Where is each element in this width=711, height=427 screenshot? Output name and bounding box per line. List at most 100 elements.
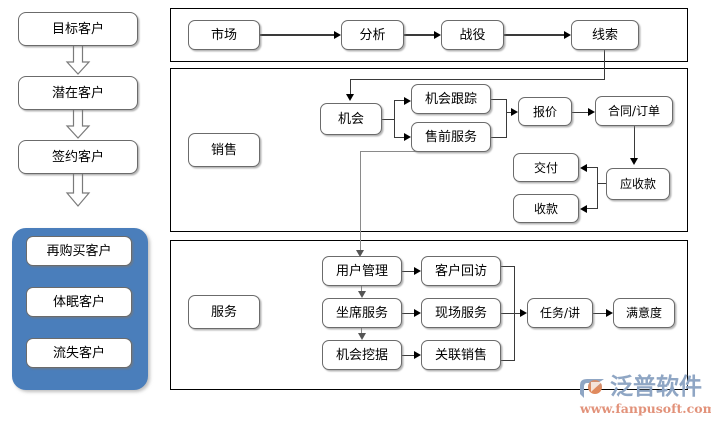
node-label: 机会 <box>337 111 364 127</box>
group-item-label: 流失客户 <box>52 345 105 361</box>
node-quotation[interactable]: 报价 <box>518 97 572 126</box>
connector-mining-to-crosssell <box>402 354 416 356</box>
connector-crosssell-right <box>501 360 515 362</box>
node-label: 分析 <box>359 27 386 43</box>
connector-market-to-analysis <box>260 34 336 36</box>
node-label: 市场 <box>210 27 237 43</box>
node-delivery[interactable]: 交付 <box>513 153 579 182</box>
node-label: 交付 <box>533 160 558 175</box>
node-collection[interactable]: 收款 <box>513 194 579 223</box>
section-label-service[interactable]: 服务 <box>188 295 260 329</box>
connector-onsite-right <box>501 312 515 314</box>
arrowhead-to-cross-sell <box>414 351 421 359</box>
section-frame-service <box>170 240 688 390</box>
group-item-label: 再购买客户 <box>46 243 112 259</box>
connector-opp-stub <box>382 118 395 120</box>
arrowhead-to-seat-service <box>357 291 366 298</box>
connector-into-opportunity <box>350 79 352 97</box>
section-label-text: 销售 <box>210 142 237 158</box>
block-arrow-down-1 <box>65 45 91 75</box>
node-onsite-service[interactable]: 现场服务 <box>421 298 501 328</box>
node-user-management[interactable]: 用户管理 <box>322 256 402 286</box>
connector-merge-vertical <box>506 98 508 137</box>
connector-visit-right <box>501 266 515 268</box>
arrowhead-to-analysis <box>334 30 341 39</box>
connector-contract-down <box>634 126 636 161</box>
node-contract-order[interactable]: 合同/订单 <box>595 96 673 126</box>
arrowhead-to-receivable <box>630 158 638 165</box>
connector-merge-to-task <box>514 312 522 314</box>
node-label: 售前服务 <box>424 129 477 145</box>
node-label: 线索 <box>591 27 618 43</box>
arrowhead-to-opp-tracking <box>404 96 411 105</box>
node-lead[interactable]: 线索 <box>571 20 639 50</box>
connector-opp-split <box>394 100 396 138</box>
block-arrow-down-3 <box>65 173 91 207</box>
arrowhead-to-satisfaction <box>606 309 613 317</box>
connector-analysis-to-campaign <box>404 34 436 36</box>
group-item-churned-customer[interactable]: 流失客户 <box>26 338 132 368</box>
node-label: 战役 <box>459 27 486 43</box>
node-presale-service[interactable]: 售前服务 <box>411 122 491 152</box>
node-label: 满意度 <box>625 306 662 320</box>
arrowhead-to-opportunity-mining <box>357 333 366 340</box>
connector-presale-right <box>491 136 507 138</box>
node-campaign[interactable]: 战役 <box>441 20 504 50</box>
section-label-sales[interactable]: 销售 <box>188 133 260 167</box>
arrowhead-to-campaign <box>434 30 441 39</box>
group-item-label: 体眠客户 <box>52 294 105 310</box>
connector-lead-down <box>604 50 606 80</box>
group-item-dormant-customer[interactable]: 体眠客户 <box>26 287 132 317</box>
node-label: 现场服务 <box>434 305 487 321</box>
connector-seat-to-onsite <box>402 312 416 314</box>
arrowhead-to-lead <box>564 30 571 39</box>
connector-receivable-split <box>597 167 599 209</box>
node-satisfaction[interactable]: 满意度 <box>613 298 675 328</box>
stage-label: 目标客户 <box>51 21 104 37</box>
node-label: 坐席服务 <box>335 305 388 321</box>
connector-task-to-satisfaction <box>593 312 609 314</box>
connector-quotation-to-contract <box>572 111 590 113</box>
connector-seat-to-mining <box>361 328 363 336</box>
node-analysis[interactable]: 分析 <box>341 20 404 50</box>
node-label: 收款 <box>533 201 558 216</box>
node-label: 报价 <box>532 104 557 119</box>
node-label: 用户管理 <box>335 263 388 279</box>
arrowhead-to-collection <box>580 204 587 213</box>
connector-merge-to-quotation <box>506 111 513 113</box>
node-label: 任务/讲 <box>539 306 581 320</box>
section-label-text: 服务 <box>210 304 237 320</box>
arrowhead-to-onsite-service <box>414 309 421 317</box>
node-opportunity-tracking[interactable]: 机会跟踪 <box>411 84 491 114</box>
arrowhead-to-quotation <box>511 108 518 116</box>
node-label: 关联销售 <box>434 347 487 363</box>
arrowhead-to-delivery <box>580 163 587 172</box>
section-frame-marketing <box>170 8 688 62</box>
fanpu-logo-icon <box>580 379 604 398</box>
node-seat-service[interactable]: 坐席服务 <box>322 298 402 328</box>
connector-to-delivery <box>586 167 598 169</box>
node-market[interactable]: 市场 <box>188 20 260 50</box>
node-label: 机会跟踪 <box>424 91 477 107</box>
node-label: 合同/订单 <box>607 104 661 118</box>
connector-opp-to-presale <box>394 136 406 138</box>
connector-tracking-right <box>491 98 507 100</box>
node-receivable[interactable]: 应收款 <box>606 168 670 200</box>
node-opportunity-mining[interactable]: 机会挖据 <box>322 340 402 370</box>
node-label: 机会挖据 <box>335 347 388 363</box>
stage-potential-customer[interactable]: 潜在客户 <box>18 76 138 110</box>
group-item-repurchase-customer[interactable]: 再购买客户 <box>26 236 132 266</box>
stage-signed-customer[interactable]: 签约客户 <box>18 140 138 174</box>
node-task-ticket[interactable]: 任务/讲 <box>527 298 593 328</box>
stage-target-customer[interactable]: 目标客户 <box>18 12 138 46</box>
node-cross-sell[interactable]: 关联销售 <box>421 340 501 370</box>
connector-to-collection <box>586 208 598 210</box>
arrowhead-to-user-mgmt <box>356 250 364 257</box>
node-opportunity[interactable]: 机会 <box>320 103 382 135</box>
brand-watermark: 泛普软件 www.fanpusoft.com <box>578 374 711 422</box>
node-customer-visit[interactable]: 客户回访 <box>421 256 501 286</box>
connector-campaign-to-lead <box>504 34 566 36</box>
connector-usermgmt-to-visit <box>402 270 416 272</box>
connector-opp-to-tracking <box>394 100 406 102</box>
arrowhead-to-task <box>520 309 527 317</box>
